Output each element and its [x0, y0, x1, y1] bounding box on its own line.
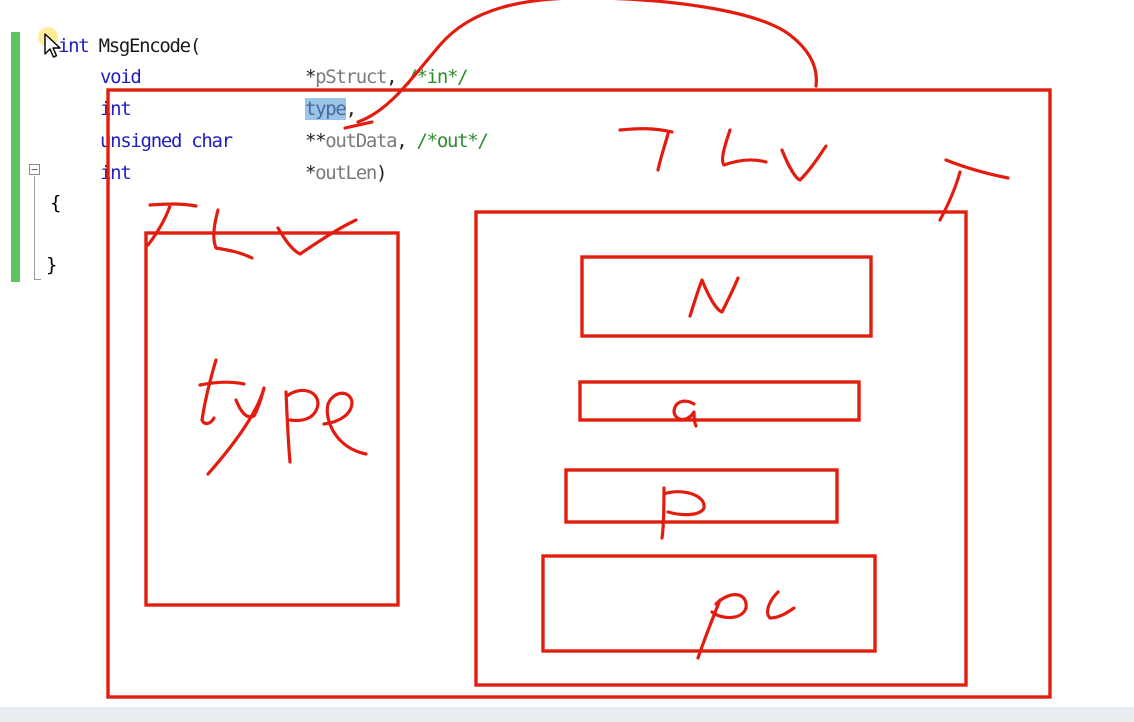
keyword: int — [58, 35, 90, 57]
arrow-cursor-icon — [44, 33, 61, 58]
hand-type-p — [284, 388, 320, 464]
field-box-3 — [564, 468, 839, 524]
tlv-left-v — [276, 218, 358, 256]
param-name: pStruct — [315, 66, 387, 88]
arrow-tick-stroke — [343, 120, 374, 130]
arrow-arc-stroke — [356, 0, 818, 124]
punctuation: ( — [189, 35, 201, 57]
collapse-icon[interactable]: − — [29, 164, 40, 175]
hand-type-t — [198, 358, 246, 426]
punctuation: , — [345, 98, 357, 120]
open-brace[interactable]: { — [50, 192, 61, 214]
field-box-4 — [541, 554, 877, 653]
code-line-3-param[interactable]: type, — [305, 98, 357, 120]
function-name: MsgEncode — [98, 35, 192, 57]
code-line-2-param[interactable]: *pStruct, /*in*/ — [305, 66, 469, 88]
tlv-top-t — [618, 127, 674, 172]
punctuation: , — [396, 130, 407, 152]
pointer: * — [305, 162, 316, 184]
pointer: * — [305, 66, 316, 88]
hand-type-y — [206, 386, 266, 476]
field-box-2 — [578, 380, 861, 422]
outer-box — [106, 88, 1052, 699]
tlv-left-t — [146, 202, 198, 247]
hand-a — [672, 399, 698, 428]
type-box — [144, 231, 400, 607]
field-box-1 — [580, 255, 873, 338]
tlv-top-v — [780, 144, 828, 182]
hand-type-e — [322, 391, 368, 456]
code-line-1[interactable]: int MsgEncode( — [58, 35, 201, 57]
bottom-strip — [0, 707, 1134, 722]
change-indicator-bar — [11, 32, 20, 282]
fold-guide-end — [34, 279, 41, 280]
comment: /*in*/ — [406, 66, 468, 88]
keyword: void — [100, 66, 142, 88]
tlv-top-l — [720, 128, 768, 167]
keyword: unsigned char — [100, 130, 233, 152]
hand-p — [660, 486, 706, 540]
arrow-head-stroke — [938, 158, 1010, 222]
param-name: outLen — [315, 162, 377, 184]
code-line-2[interactable]: void — [100, 66, 142, 88]
value-box — [474, 210, 968, 687]
punctuation: , — [386, 66, 397, 88]
hand-n — [688, 276, 740, 318]
code-line-5-param[interactable]: *outLen) — [305, 162, 387, 184]
selected-text: type — [305, 98, 347, 120]
code-line-4[interactable]: unsigned char — [100, 130, 233, 152]
param-name: outData — [325, 130, 397, 152]
hand-pl — [696, 590, 796, 660]
tlv-left-l — [212, 208, 254, 260]
pointer: ** — [305, 130, 327, 152]
punctuation: ) — [375, 162, 387, 184]
fold-guide-line — [34, 176, 35, 280]
code-line-4-param[interactable]: **outData, /*out*/ — [305, 130, 489, 152]
close-brace[interactable]: } — [46, 254, 57, 276]
comment: /*out*/ — [416, 130, 489, 152]
